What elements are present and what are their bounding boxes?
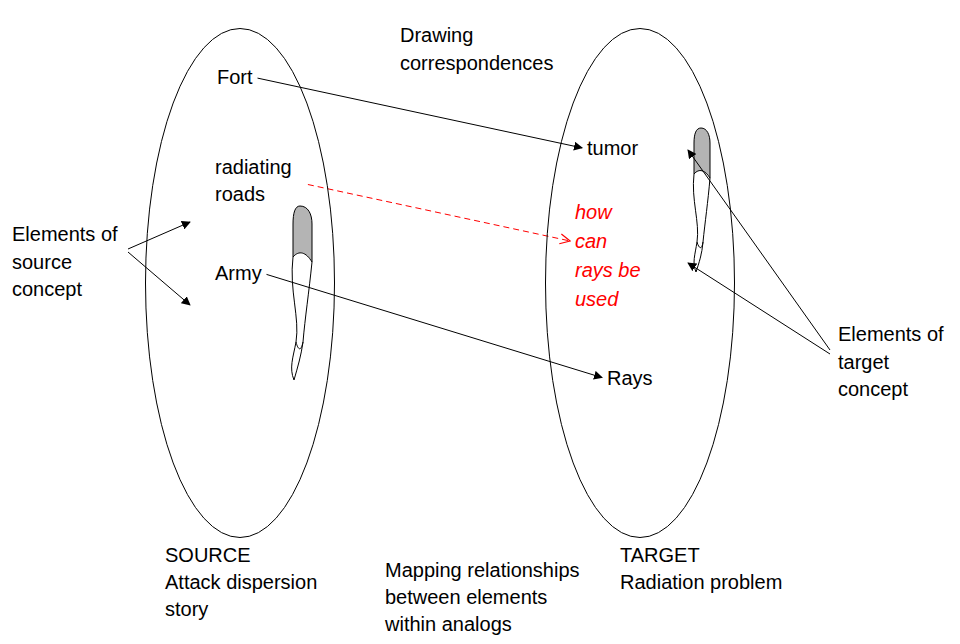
caption-label: Mapping relationships between elements w…	[385, 557, 590, 638]
node-text: Fort	[217, 64, 253, 91]
element-text: Rays	[605, 363, 655, 394]
node-text: Army	[215, 260, 262, 287]
leader-arrow	[128, 252, 190, 305]
subheading-text: Attack dispersion story	[165, 569, 340, 623]
leader-arrow	[688, 263, 830, 354]
element-text: Army	[213, 258, 264, 289]
mapping-label: Drawing correspondences	[400, 22, 562, 77]
scroll-figure	[693, 128, 710, 272]
dashed-mapping-arrow	[308, 185, 570, 242]
scroll-figure	[292, 206, 312, 380]
node-text: radiating roads	[215, 154, 303, 208]
heading-text: SOURCE	[165, 542, 340, 569]
callout-label: Elements of source concept	[12, 221, 124, 304]
ellipse-heading: TARGETRadiation problem	[620, 542, 835, 596]
element-text: tumor	[585, 133, 640, 164]
ellipse-outline	[545, 28, 735, 538]
node-text: how can rays be used	[575, 198, 645, 314]
source-ellipse: SOURCEAttack dispersion storyFortradiati…	[145, 28, 335, 538]
element-text: radiating roads	[213, 152, 305, 210]
mapping-arrow	[267, 274, 603, 377]
heading-text: TARGET	[620, 542, 835, 569]
callout-label: Elements of target concept	[838, 321, 954, 404]
node-text: tumor	[587, 135, 638, 162]
mapping-arrow	[258, 78, 583, 148]
leader-arrow	[688, 150, 830, 350]
question-text: how can rays be used	[573, 196, 647, 316]
node-text: Rays	[607, 365, 653, 392]
target-ellipse: TARGETRadiation problemtumorhow can rays…	[545, 28, 735, 538]
leader-arrow	[128, 222, 190, 249]
ellipse-heading: SOURCEAttack dispersion story	[165, 542, 340, 623]
subheading-text: Radiation problem	[620, 569, 835, 596]
element-text: Fort	[215, 62, 255, 93]
